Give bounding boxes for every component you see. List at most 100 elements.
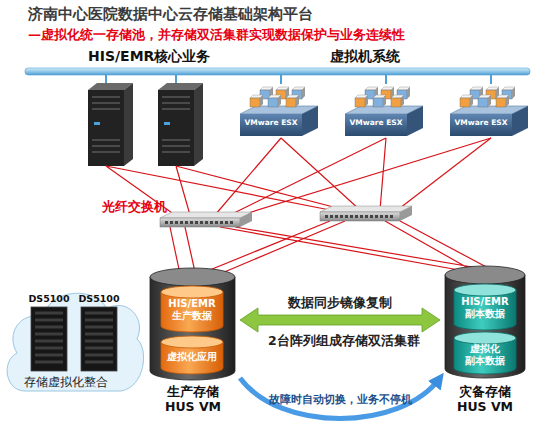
node-text: 存储虚拟化整合 bbox=[11, 375, 121, 389]
esx-host: VMware ESX bbox=[343, 80, 425, 142]
virtualization-cloud: 存储虚拟化整合 DS5100DS5100 bbox=[3, 283, 143, 395]
cluster-note: 2台阵列组成存储双活集群 bbox=[268, 333, 420, 350]
storage-rack: DS5100 bbox=[77, 293, 121, 373]
rack-art bbox=[77, 293, 121, 373]
switch-ports bbox=[165, 221, 235, 224]
data-disk: 虚拟化 副本数据 bbox=[454, 332, 516, 374]
host-side bbox=[302, 106, 318, 136]
cylinder-top bbox=[445, 266, 525, 284]
sync-arrow bbox=[240, 308, 440, 332]
cloud-shape bbox=[7, 293, 143, 391]
data-disk: 虚拟化应用 bbox=[161, 336, 223, 374]
vm-icon bbox=[496, 98, 506, 107]
vm-side bbox=[512, 87, 515, 99]
cylinder-body bbox=[150, 277, 235, 380]
server bbox=[158, 83, 203, 166]
rack-body bbox=[31, 307, 67, 371]
vm-side bbox=[506, 95, 509, 107]
switch-ports bbox=[325, 215, 395, 218]
node-text: 虚拟化应用 bbox=[161, 351, 223, 363]
node-text: 生产存储 HUS VM bbox=[160, 384, 226, 414]
server-front bbox=[158, 90, 194, 166]
cylinder-top bbox=[454, 284, 516, 296]
esx-host: VMware ESX bbox=[238, 80, 320, 142]
bar-ticks bbox=[106, 75, 491, 86]
rack-slots bbox=[85, 313, 113, 362]
rack-body bbox=[81, 307, 117, 371]
vm-icon bbox=[460, 98, 470, 107]
host-side bbox=[407, 106, 423, 136]
group-label: HIS/EMR核心业务 bbox=[88, 48, 210, 66]
page-title: 济南中心医院数据中心云存储基础架构平台 bbox=[28, 5, 313, 24]
node-text: DS5100 bbox=[24, 293, 74, 304]
data-disk: HIS/EMR 副本数据 bbox=[454, 284, 516, 330]
server-led bbox=[164, 122, 170, 125]
cylinder-top bbox=[161, 286, 223, 298]
switch-top bbox=[320, 206, 412, 212]
switch-top bbox=[160, 212, 252, 218]
node-text: 灾备存储 HUS VM bbox=[452, 384, 518, 414]
vm-side bbox=[278, 95, 281, 107]
node-text: VMware ESX bbox=[345, 118, 407, 127]
server bbox=[88, 83, 133, 166]
group-label: 虚拟机系统 bbox=[330, 48, 400, 66]
server-side bbox=[124, 83, 133, 166]
vm-side bbox=[296, 95, 299, 107]
vm-side bbox=[488, 95, 491, 107]
fc-switch bbox=[320, 206, 412, 221]
switch-side bbox=[400, 206, 412, 221]
host-side bbox=[512, 106, 528, 136]
vm-icon bbox=[250, 98, 260, 107]
cylinder-top bbox=[454, 332, 516, 344]
edge-label: 数据同步镜像复制 bbox=[260, 295, 420, 312]
fiber-links bbox=[170, 221, 492, 276]
vm-icon bbox=[286, 98, 296, 107]
switch-side bbox=[240, 212, 252, 227]
switch-front bbox=[160, 218, 240, 227]
host-art bbox=[343, 80, 425, 142]
vm-side bbox=[470, 95, 473, 107]
host-front bbox=[345, 114, 407, 136]
node-text: 虚拟化 副本数据 bbox=[454, 343, 516, 367]
rack-slots bbox=[35, 313, 63, 362]
vm-icon bbox=[478, 98, 488, 107]
cylinder-body bbox=[454, 290, 516, 330]
storage-array: 生产存储 HUS VM HIS/EMR 生产数据虚拟化应用 bbox=[145, 268, 240, 425]
server-slots bbox=[162, 97, 190, 152]
server-led bbox=[94, 122, 100, 125]
storage-rack: DS5100 bbox=[27, 293, 71, 373]
data-disk: HIS/EMR 生产数据 bbox=[161, 286, 223, 332]
host-front bbox=[240, 114, 302, 136]
node-text: VMware ESX bbox=[450, 118, 512, 127]
vm-side bbox=[302, 87, 305, 99]
host-art bbox=[448, 80, 530, 142]
vm-icon bbox=[268, 98, 278, 107]
edge-label: 故障时自动切换，业务不停机 bbox=[255, 392, 425, 407]
server-slots bbox=[92, 97, 120, 152]
node-text: HIS/EMR 生产数据 bbox=[161, 298, 223, 322]
rack-art bbox=[27, 293, 71, 373]
switch-front bbox=[320, 212, 400, 221]
host-art bbox=[238, 80, 320, 142]
server-side bbox=[194, 83, 203, 166]
vm-side bbox=[365, 95, 368, 107]
cylinder-body bbox=[445, 275, 525, 378]
cylinder-body bbox=[161, 292, 223, 332]
vm-icon bbox=[391, 98, 401, 107]
service-bar bbox=[25, 68, 530, 75]
failover-arrow bbox=[240, 378, 440, 419]
switch-label: 光纤交换机 bbox=[102, 198, 167, 216]
node-text: VMware ESX bbox=[240, 118, 302, 127]
host-front bbox=[450, 114, 512, 136]
node-text: DS5100 bbox=[74, 293, 124, 304]
fc-switch bbox=[160, 212, 252, 227]
vm-side bbox=[260, 95, 263, 107]
vm-icon bbox=[373, 98, 383, 107]
cylinder-top bbox=[161, 336, 223, 348]
subtitle: —虚拟化统一存储池，并存储双活集群实现数据保护与业务连续性 bbox=[28, 26, 405, 44]
vm-side bbox=[383, 95, 386, 107]
cylinder-top bbox=[150, 268, 235, 286]
cylinder-body bbox=[454, 338, 516, 374]
esx-host: VMware ESX bbox=[448, 80, 530, 142]
